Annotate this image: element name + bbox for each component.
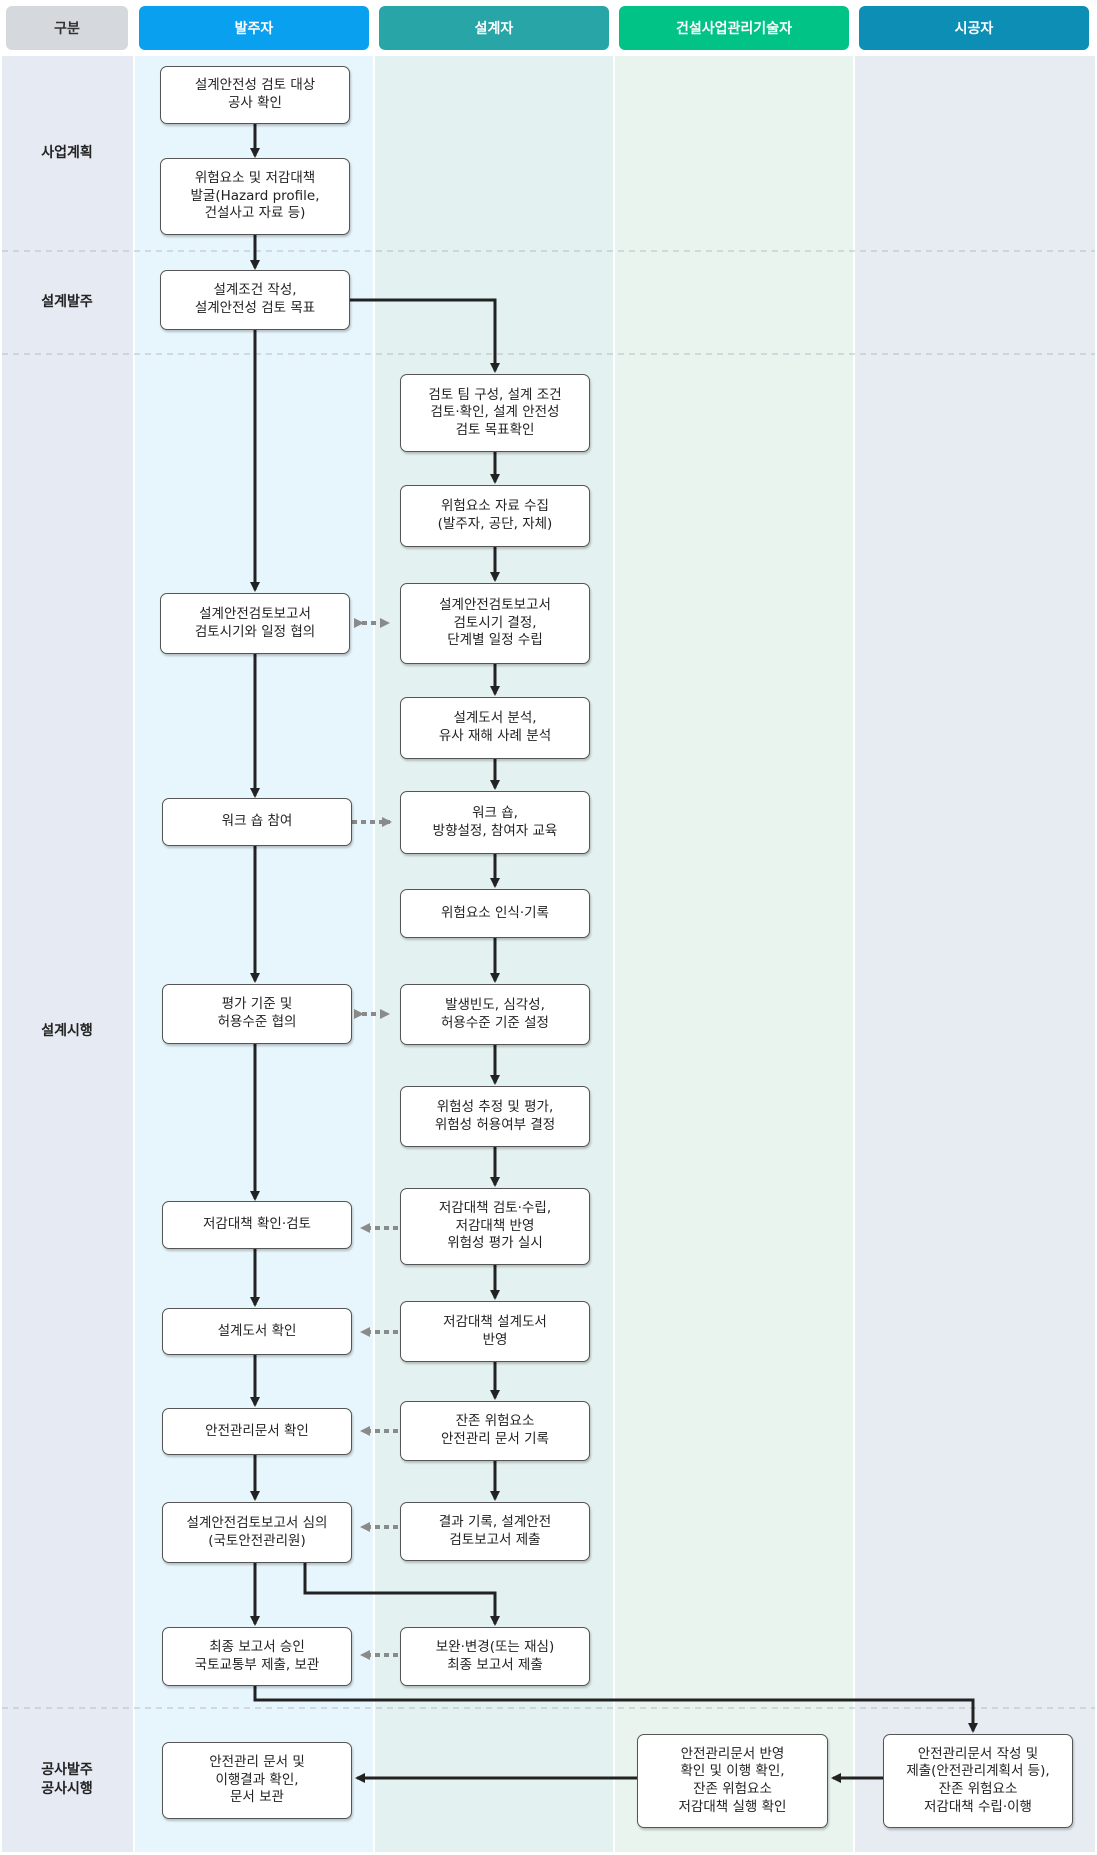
designer-step-3: 설계안전검토보고서 검토시기 결정, 단계별 일정 수립 <box>400 583 590 664</box>
header-gubun: 구분 <box>6 6 128 50</box>
designer-step-8: 위험성 추정 및 평가, 위험성 허용여부 결정 <box>400 1086 590 1147</box>
designer-step-9: 저감대책 검토·수립, 저감대책 반영 위험성 평가 실시 <box>400 1188 590 1265</box>
header-designer: 설계자 <box>379 6 609 50</box>
designer-step-12: 결과 기록, 설계안전 검토보고서 제출 <box>400 1502 590 1561</box>
header-cm: 건설사업관리기술자 <box>619 6 849 50</box>
arrow-o10-d13 <box>303 1563 500 1626</box>
designer-step-11: 잔존 위험요소 안전관리 문서 기록 <box>400 1401 590 1461</box>
owner-step-6: 평가 기준 및 허용수준 협의 <box>162 984 352 1044</box>
owner-step-12: 안전관리 문서 및 이행결과 확인, 문서 보관 <box>162 1742 352 1819</box>
arrow-o11-s1 <box>253 1686 978 1733</box>
owner-step-4: 설계안전검토보고서 검토시기와 일정 협의 <box>160 593 350 654</box>
lane-gubun <box>2 56 133 1852</box>
phase-label-construction: 공사발주 공사시행 <box>41 1762 93 1797</box>
owner-step-1: 설계안전성 검토 대상 공사 확인 <box>160 66 350 124</box>
phase-dividers <box>2 250 1095 1709</box>
header-contractor: 시공자 <box>859 6 1089 50</box>
owner-step-2: 위험요소 및 저감대책 발굴(Hazard profile, 건설사고 자료 등… <box>160 158 350 235</box>
designer-step-1: 검토 팀 구성, 설계 조건 검토·확인, 설계 안전성 검토 목표확인 <box>400 374 590 452</box>
contractor-step-1: 안전관리문서 작성 및 제출(안전관리계획서 등), 잔존 위험요소 저감대책 … <box>883 1734 1073 1828</box>
designer-step-13: 보완·변경(또는 재심) 최종 보고서 제출 <box>400 1627 590 1686</box>
designer-step-6: 위험요소 인식·기록 <box>400 889 590 938</box>
header-owner: 발주자 <box>139 6 369 50</box>
owner-step-10: 설계안전검토보고서 심의 (국토안전관리원) <box>162 1502 352 1563</box>
lane-cm <box>615 56 853 1852</box>
owner-step-8: 설계도서 확인 <box>162 1308 352 1355</box>
designer-step-7: 발생빈도, 심각성, 허용수준 기준 설정 <box>400 984 590 1045</box>
lane-contractor <box>855 56 1095 1852</box>
designer-step-2: 위험요소 자료 수집 (발주자, 공단, 자체) <box>400 485 590 547</box>
designer-step-4: 설계도서 분석, 유사 재해 사례 분석 <box>400 697 590 759</box>
phase-label-design-order: 설계발주 <box>41 294 93 311</box>
phase-label-design-execution: 설계시행 <box>41 1022 93 1039</box>
owner-step-5: 워크 숍 참여 <box>162 798 352 846</box>
phase-label-business-plan: 사업계획 <box>41 145 93 162</box>
designer-step-5: 워크 숍, 방향설정, 참여자 교육 <box>400 791 590 854</box>
owner-step-11: 최종 보고서 승인 국토교통부 제출, 보관 <box>162 1627 352 1686</box>
owner-step-9: 안전관리문서 확인 <box>162 1408 352 1455</box>
designer-step-10: 저감대책 설계도서 반영 <box>400 1301 590 1362</box>
owner-step-3: 설계조건 작성, 설계안전성 검토 목표 <box>160 270 350 330</box>
arrow-o3-d1 <box>350 298 500 373</box>
cm-step-1: 안전관리문서 반영 확인 및 이행 확인, 잔존 위험요소 저감대책 실행 확인 <box>637 1734 828 1828</box>
owner-step-7: 저감대책 확인·검토 <box>162 1201 352 1249</box>
